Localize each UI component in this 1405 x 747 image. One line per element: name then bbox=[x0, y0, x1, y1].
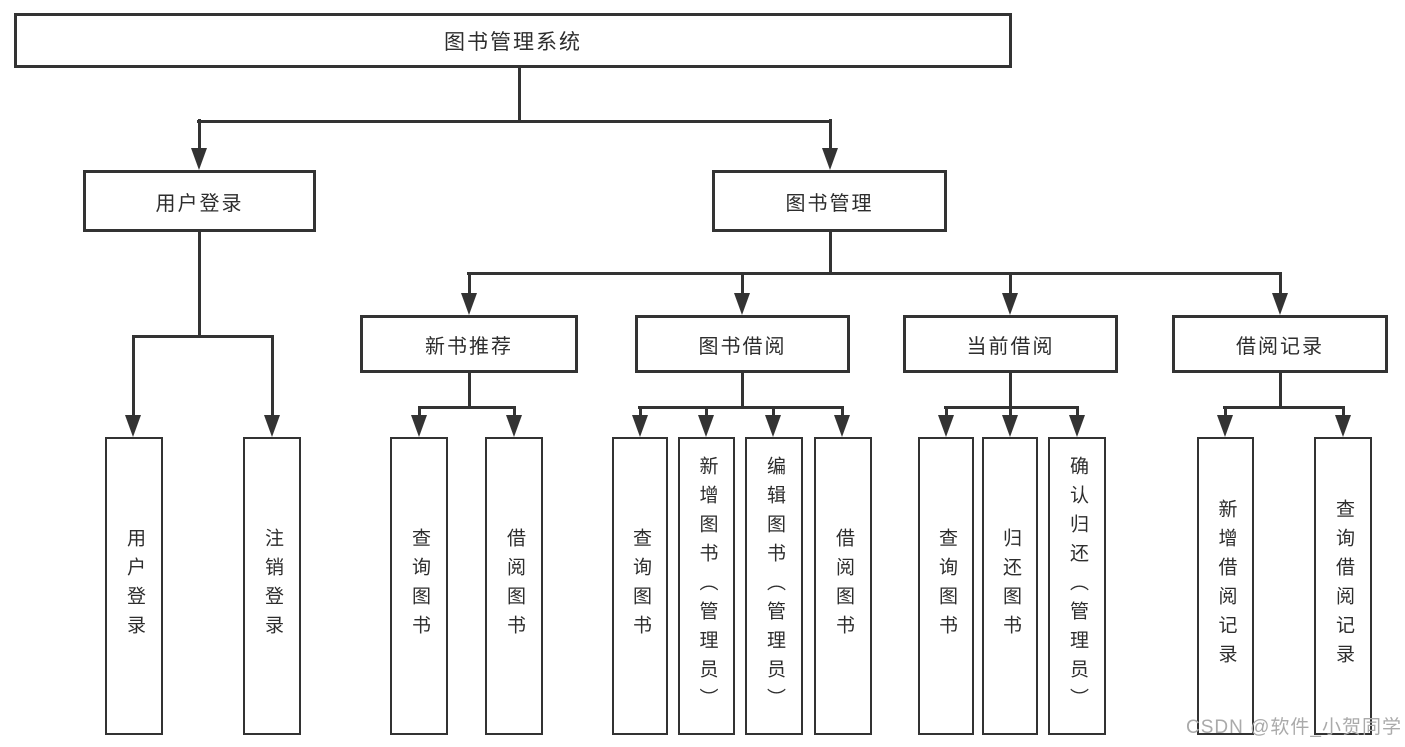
node-current-borrow: 当前借阅 bbox=[903, 315, 1118, 373]
connector-vline bbox=[740, 272, 744, 297]
leaf-query-borrow-record: 查询借阅记录 bbox=[1314, 437, 1372, 735]
connector-vline bbox=[1341, 406, 1345, 418]
connector-vline bbox=[1075, 406, 1079, 418]
leaf-add-book-admin-label: 新增图书（管理员） bbox=[696, 455, 718, 717]
connector-vline bbox=[840, 406, 844, 418]
leaf-query-book-1-label: 查询图书 bbox=[408, 528, 430, 644]
node-borrow-record-label: 借阅记录 bbox=[1236, 335, 1324, 358]
arrowhead-down-icon bbox=[506, 415, 522, 437]
leaf-query-book-1: 查询图书 bbox=[390, 437, 448, 735]
leaf-edit-book-admin-label: 编辑图书（管理员） bbox=[763, 455, 785, 717]
connector-vline bbox=[467, 272, 471, 297]
connector-hline bbox=[467, 271, 1282, 275]
node-book-borrow-label: 图书借阅 bbox=[698, 335, 787, 358]
arrowhead-down-icon bbox=[1002, 415, 1018, 437]
connector-vline bbox=[1278, 373, 1282, 409]
connector-hline bbox=[197, 119, 832, 123]
connector-vline bbox=[740, 373, 744, 409]
arrowhead-down-icon bbox=[632, 415, 648, 437]
connector-vline bbox=[270, 335, 274, 419]
node-book-borrow: 图书借阅 bbox=[635, 315, 850, 373]
node-book-management: 图书管理 bbox=[712, 170, 947, 232]
connector-vline bbox=[1008, 406, 1012, 418]
leaf-query-borrow-record-label: 查询借阅记录 bbox=[1332, 499, 1354, 673]
leaf-borrow-book-2: 借阅图书 bbox=[814, 437, 872, 735]
connector-hline bbox=[944, 405, 1079, 409]
connector-hline bbox=[1223, 405, 1345, 409]
leaf-return-book: 归还图书 bbox=[982, 437, 1038, 735]
leaf-user-login: 用户登录 bbox=[105, 437, 163, 735]
connector-vline bbox=[1278, 272, 1282, 297]
arrowhead-down-icon bbox=[765, 415, 781, 437]
leaf-borrow-book-2-label: 借阅图书 bbox=[832, 528, 854, 644]
node-new-book-recommend: 新书推荐 bbox=[360, 315, 578, 373]
connector-vline bbox=[771, 406, 775, 418]
connector-vline bbox=[1008, 272, 1012, 297]
connector-vline bbox=[944, 406, 948, 418]
arrowhead-down-icon bbox=[1069, 415, 1085, 437]
arrowhead-down-icon bbox=[411, 415, 427, 437]
arrowhead-down-icon bbox=[264, 415, 280, 437]
arrowhead-down-icon bbox=[938, 415, 954, 437]
node-user-login: 用户登录 bbox=[83, 170, 316, 232]
leaf-add-borrow-record: 新增借阅记录 bbox=[1197, 437, 1254, 735]
leaf-logout-label: 注销登录 bbox=[261, 528, 283, 644]
connector-hline bbox=[638, 405, 844, 409]
leaf-query-book-3: 查询图书 bbox=[918, 437, 974, 735]
node-root-label: 图书管理系统 bbox=[444, 30, 582, 54]
connector-vline bbox=[828, 232, 832, 275]
node-root: 图书管理系统 bbox=[14, 13, 1012, 68]
connector-hline bbox=[418, 405, 516, 409]
node-borrow-record: 借阅记录 bbox=[1172, 315, 1388, 373]
arrowhead-down-icon bbox=[834, 415, 850, 437]
leaf-query-book-2-label: 查询图书 bbox=[629, 528, 651, 644]
connector-vline bbox=[1223, 406, 1227, 418]
leaf-add-borrow-record-label: 新增借阅记录 bbox=[1215, 499, 1237, 673]
connector-vline bbox=[467, 373, 471, 409]
leaf-return-book-label: 归还图书 bbox=[999, 528, 1021, 644]
arrowhead-down-icon bbox=[1217, 415, 1233, 437]
leaf-confirm-return-admin-label: 确认归还（管理员） bbox=[1066, 455, 1088, 717]
arrowhead-down-icon bbox=[734, 293, 750, 315]
connector-hline bbox=[132, 334, 274, 338]
node-new-book-recommend-label: 新书推荐 bbox=[425, 335, 513, 358]
leaf-edit-book-admin: 编辑图书（管理员） bbox=[745, 437, 803, 735]
leaf-confirm-return-admin: 确认归还（管理员） bbox=[1048, 437, 1106, 735]
connector-vline bbox=[638, 406, 642, 418]
connector-vline bbox=[131, 335, 135, 419]
node-user-login-label: 用户登录 bbox=[155, 192, 244, 215]
arrowhead-down-icon bbox=[698, 415, 714, 437]
arrowhead-down-icon bbox=[191, 148, 207, 170]
watermark: CSDN @软件_小贺同学 bbox=[1186, 717, 1402, 738]
connector-vline bbox=[197, 119, 201, 150]
node-book-management-label: 图书管理 bbox=[785, 192, 874, 215]
arrowhead-down-icon bbox=[461, 293, 477, 315]
arrowhead-down-icon bbox=[1002, 293, 1018, 315]
leaf-query-book-2: 查询图书 bbox=[612, 437, 668, 735]
connector-vline bbox=[1008, 373, 1012, 409]
arrowhead-down-icon bbox=[1335, 415, 1351, 437]
leaf-query-book-3-label: 查询图书 bbox=[935, 528, 957, 644]
leaf-user-login-label: 用户登录 bbox=[123, 528, 145, 644]
leaf-add-book-admin: 新增图书（管理员） bbox=[678, 437, 735, 735]
connector-vline bbox=[828, 119, 832, 150]
leaf-borrow-book-1-label: 借阅图书 bbox=[503, 528, 525, 644]
connector-vline bbox=[197, 232, 201, 338]
connector-vline bbox=[417, 406, 421, 418]
connector-vline bbox=[517, 68, 521, 121]
arrowhead-down-icon bbox=[125, 415, 141, 437]
node-current-borrow-label: 当前借阅 bbox=[966, 335, 1055, 358]
arrowhead-down-icon bbox=[1272, 293, 1288, 315]
connector-vline bbox=[512, 406, 516, 418]
connector-vline bbox=[704, 406, 708, 418]
arrowhead-down-icon bbox=[822, 148, 838, 170]
leaf-logout: 注销登录 bbox=[243, 437, 301, 735]
leaf-borrow-book-1: 借阅图书 bbox=[485, 437, 543, 735]
